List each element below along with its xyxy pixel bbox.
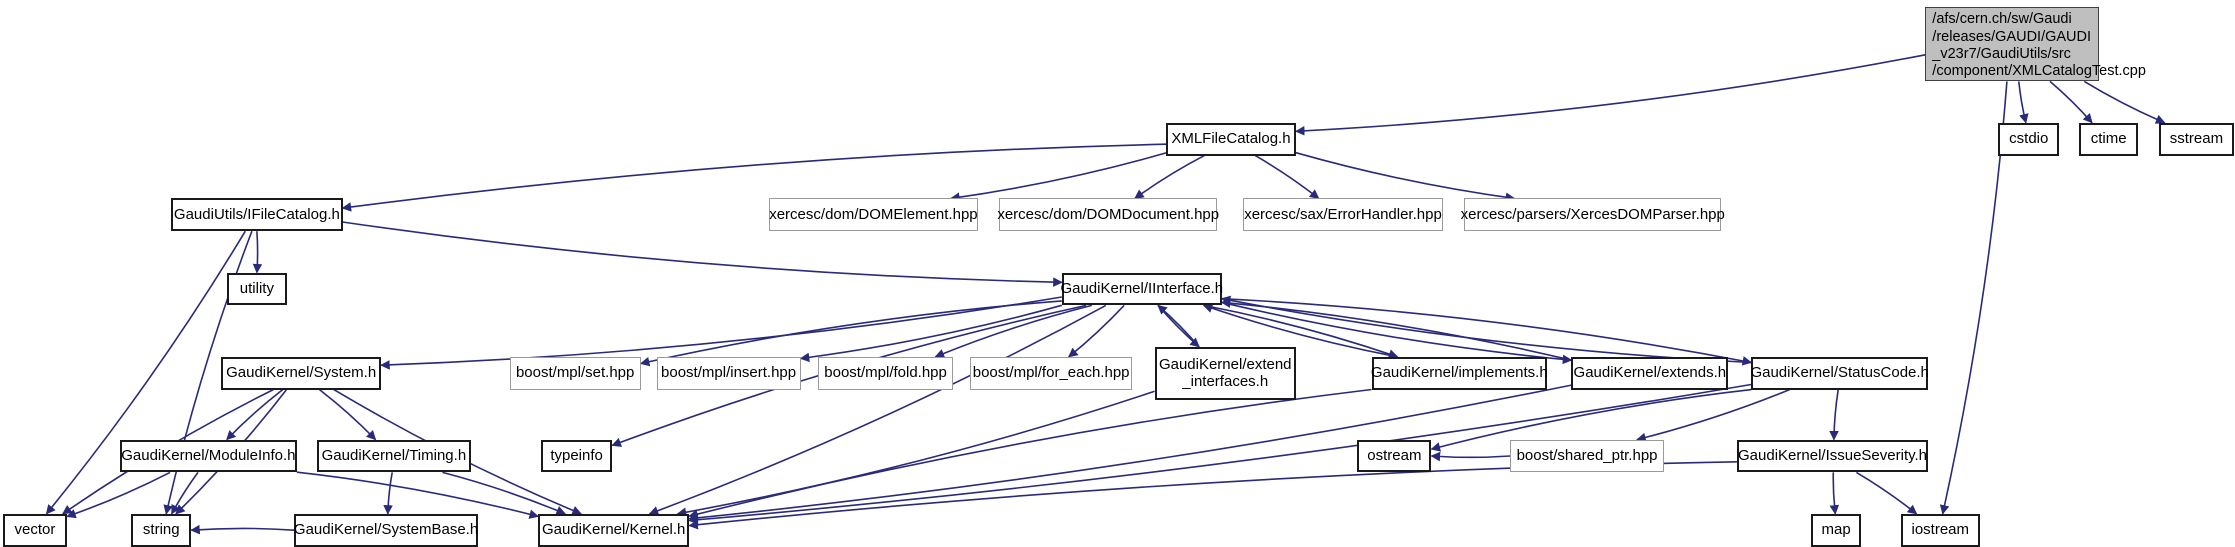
edge-iinterface-to-system	[380, 296, 1062, 370]
edge-moduleinfo-to-string	[170, 471, 199, 515]
graph-node-iinterface[interactable]: GaudiKernel/IInterface.h	[1060, 272, 1223, 306]
edge-iinterface-to-mplfold	[934, 304, 1092, 358]
edge-issuesev-to-map	[1829, 472, 1840, 515]
graph-node-utility[interactable]: utility	[226, 272, 287, 306]
edge-iinterface-to-kernel	[648, 304, 1107, 516]
edge-iinterface-to-mplset	[639, 300, 1062, 367]
graph-node-timing[interactable]: GaudiKernel/Timing.h	[316, 439, 471, 473]
edge-root-to-cstdio	[2018, 81, 2029, 124]
edge-issuesev-to-iostream	[1855, 471, 1918, 515]
edge-root-to-sstream	[2083, 80, 2166, 124]
graph-node-sstream[interactable]: sstream	[2159, 122, 2234, 156]
edge-root-to-xmlfc	[1294, 54, 1926, 136]
edge-system-to-timing	[319, 388, 377, 441]
edge-moduleinfo-to-kernel	[296, 471, 540, 519]
edge-implements-to-kernel	[688, 388, 1372, 519]
graph-node-mplinsert[interactable]: boost/mpl/insert.hpp	[656, 356, 801, 390]
edge-sharedptr-to-ostream	[1430, 451, 1511, 462]
graph-node-kernel[interactable]: GaudiKernel/Kernel.h	[538, 513, 690, 547]
graph-node-typeinfo[interactable]: typeinfo	[540, 439, 613, 473]
edge-iinterface-to-mplforeach	[1068, 304, 1125, 358]
edge-xmlfc-to-xercesparser	[1295, 151, 1516, 202]
graph-node-statuscode[interactable]: GaudiKernel/StatusCode.h	[1750, 356, 1929, 390]
edge-statuscode-to-sharedptr	[1636, 388, 1790, 443]
graph-node-extendif[interactable]: GaudiKernel/extend _interfaces.h	[1154, 346, 1296, 400]
edge-root-to-ctime	[2049, 80, 2093, 124]
graph-node-ifilecatalog[interactable]: GaudiUtils/IFileCatalog.h	[171, 198, 343, 232]
graph-node-errorhandler[interactable]: xercesc/sax/ErrorHandler.hpp	[1243, 198, 1443, 232]
graph-node-mplset[interactable]: boost/mpl/set.hpp	[509, 356, 641, 390]
graph-node-cstdio[interactable]: cstdio	[1998, 122, 2060, 156]
edge-statuscode-to-issuesev	[1829, 389, 1839, 441]
edge-iinterface-to-mplinsert	[799, 304, 1063, 363]
graph-node-systembase[interactable]: GaudiKernel/SystemBase.h	[294, 513, 478, 547]
graph-node-vector[interactable]: vector	[2, 513, 68, 547]
graph-node-xercesparser[interactable]: xercesc/parsers/XercesDOMParser.hpp	[1461, 198, 1725, 232]
edge-timing-to-systembase	[383, 472, 393, 515]
graph-node-mplforeach[interactable]: boost/mpl/for_each.hpp	[970, 356, 1132, 390]
edge-extendif-to-kernel	[676, 390, 1155, 517]
edge-iinterface-to-statuscode	[1221, 297, 1753, 366]
graph-node-issuesev[interactable]: GaudiKernel/IssueSeverity.h	[1736, 439, 1929, 473]
graph-node-string[interactable]: string	[131, 513, 192, 547]
graph-node-root[interactable]: /afs/cern.ch/sw/Gaudi /releases/GAUDI/GA…	[1925, 7, 2146, 82]
graph-node-domelement[interactable]: xercesc/dom/DOMElement.hpp	[769, 198, 978, 232]
graph-node-mplfold[interactable]: boost/mpl/fold.hpp	[817, 356, 954, 390]
edge-timing-to-kernel	[442, 471, 566, 515]
edge-xmlfc-to-domelement	[950, 152, 1167, 202]
edge-xmlfc-to-errorhandler	[1254, 154, 1320, 200]
edge-systembase-to-string	[190, 524, 295, 535]
edge-iinterface-to-extendif	[1157, 304, 1200, 348]
graph-node-ctime[interactable]: ctime	[2079, 122, 2138, 156]
edge-extendif-to-iinterface	[1157, 304, 1200, 348]
graph-node-implements[interactable]: GaudiKernel/implements.h	[1371, 356, 1548, 390]
edge-xmlfc-to-domdocument	[1134, 154, 1205, 200]
edge-ifilecatalog-to-utility	[252, 231, 263, 274]
graph-node-moduleinfo[interactable]: GaudiKernel/ModuleInfo.h	[119, 439, 297, 473]
graph-node-ostream[interactable]: ostream	[1357, 439, 1432, 473]
graph-node-extends[interactable]: GaudiKernel/extends.h	[1571, 356, 1729, 390]
edge-statuscode-to-iinterface	[1220, 295, 1752, 364]
graph-node-domdocument[interactable]: xercesc/dom/DOMDocument.hpp	[997, 198, 1219, 232]
graph-node-sharedptr[interactable]: boost/shared_ptr.hpp	[1509, 439, 1665, 473]
graph-node-xmlfc[interactable]: XMLFileCatalog.h	[1166, 122, 1296, 156]
edge-extends-to-kernel	[688, 384, 1572, 523]
graph-node-iostream[interactable]: iostream	[1901, 513, 1980, 547]
edge-moduleinfo-to-vector	[66, 471, 171, 519]
graph-node-system[interactable]: GaudiKernel/System.h	[221, 356, 382, 390]
edge-system-to-moduleinfo	[226, 388, 284, 441]
graph-node-map[interactable]: map	[1811, 513, 1862, 547]
